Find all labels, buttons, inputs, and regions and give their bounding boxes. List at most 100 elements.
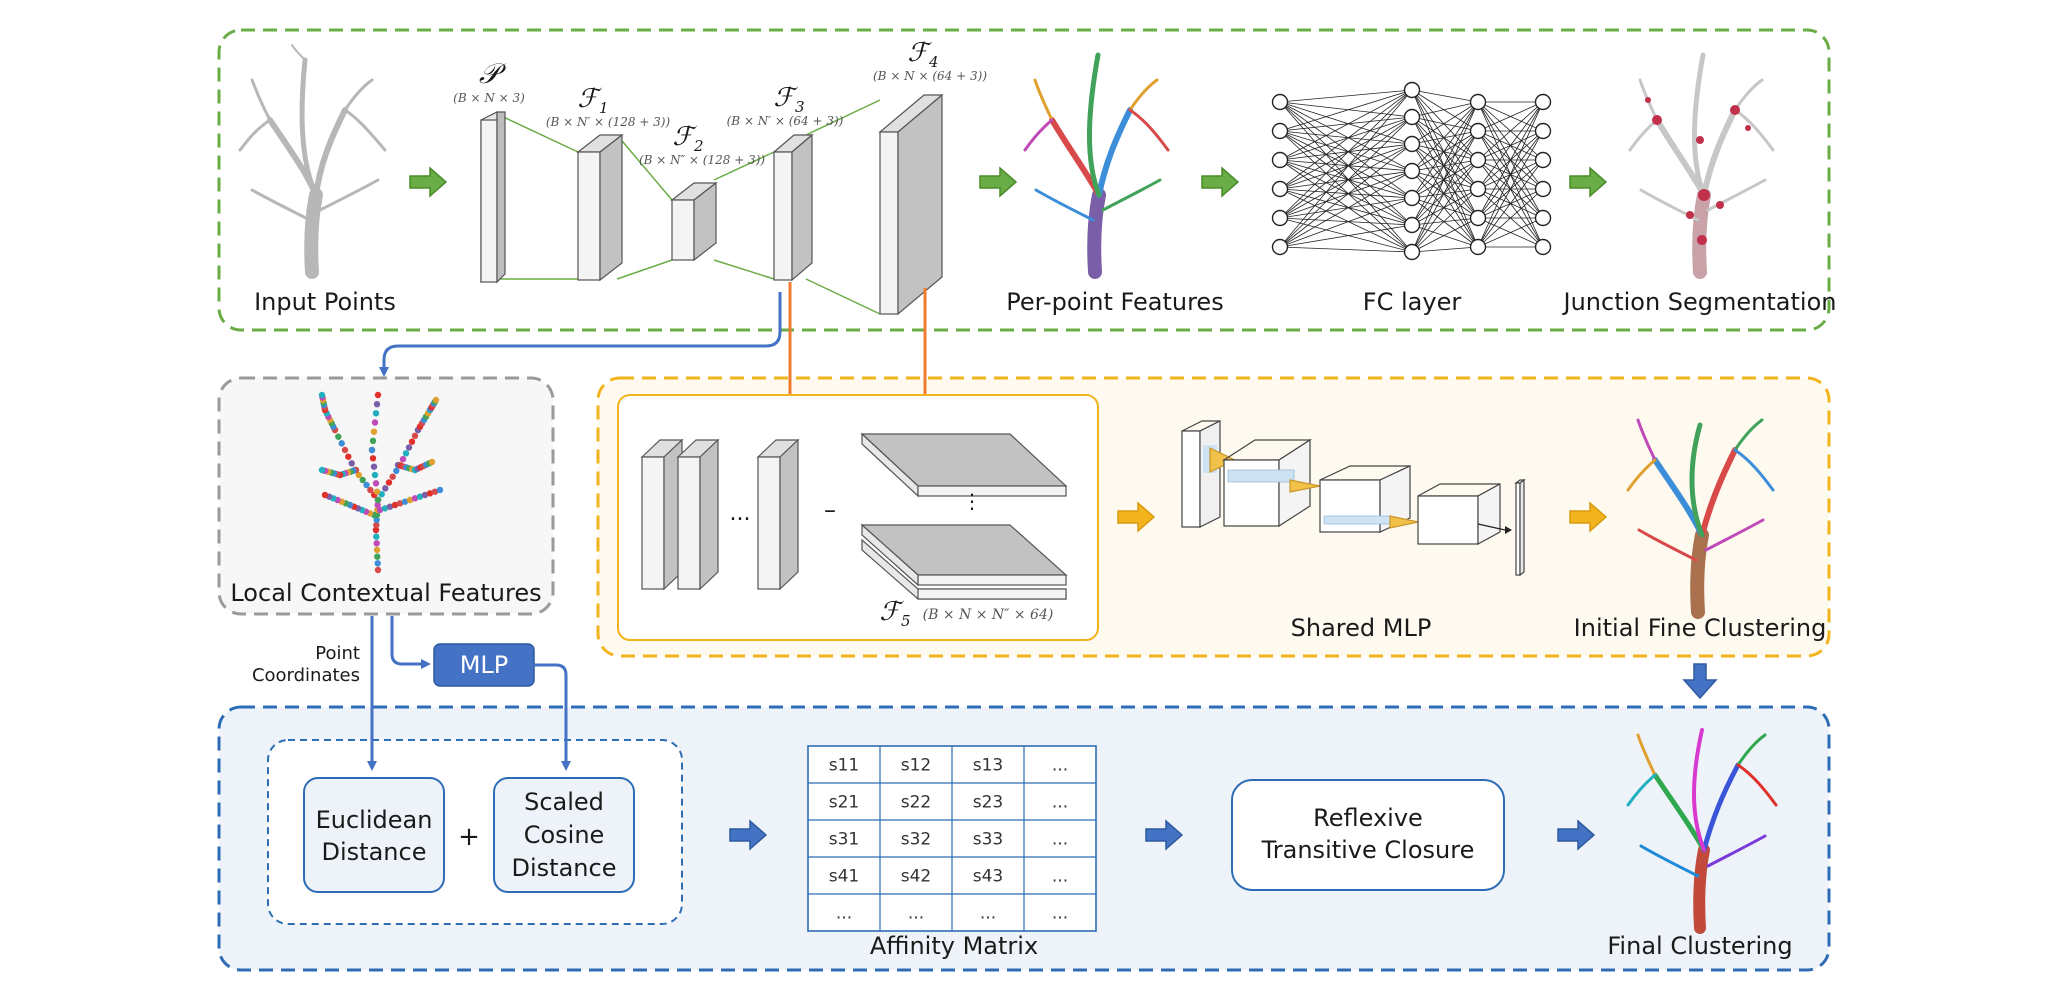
matrix-cell: ... [1052, 904, 1068, 924]
matrix-cell: ... [1052, 867, 1068, 887]
feature-dot [378, 491, 385, 498]
cosine-distance-box[interactable] [493, 777, 635, 893]
feature-dot [431, 488, 439, 495]
feature-dot [374, 501, 381, 509]
fc-neuron [1403, 216, 1421, 234]
fc-neuron [1271, 93, 1289, 111]
svg-text:2: 2 [693, 137, 704, 155]
local-features-image [318, 391, 444, 574]
feature-dot [386, 503, 394, 510]
feature-dot [371, 419, 379, 426]
matrix-cell: s21 [829, 793, 860, 813]
fc-neuron [1534, 151, 1552, 169]
feature-dot [373, 533, 380, 540]
point-coordinates-label-line2: Coordinates [252, 665, 360, 686]
fc-layer-label: FC layer [1363, 288, 1462, 316]
fc-neuron [1469, 209, 1487, 227]
blue-connector-f3-to-local [379, 292, 782, 377]
matrix-cell: s32 [901, 830, 932, 850]
svg-text:4: 4 [928, 53, 939, 71]
svg-text:(B × N × (64 + 3)): (B × N × (64 + 3)) [873, 69, 987, 83]
svg-text:5: 5 [901, 612, 911, 630]
euclidean-distance-box[interactable] [303, 777, 445, 893]
matrix-cell: ... [1052, 756, 1068, 776]
feature-dot [363, 481, 370, 489]
feature-dot [376, 506, 384, 514]
junction-markers [1645, 97, 1751, 245]
transitive-closure-box[interactable] [1231, 779, 1505, 891]
feature-dot [374, 566, 382, 574]
minus-sign: – [824, 496, 836, 524]
slab-vertical-ellipsis: ⋮ [962, 489, 982, 513]
feature-dot [321, 491, 329, 499]
matrix-cell: s31 [829, 830, 860, 850]
feature-dot [373, 546, 381, 554]
feature-dot [370, 428, 378, 435]
input-tree-image [238, 44, 387, 279]
blue-down-arrow [1682, 663, 1718, 700]
matrix-cell: s33 [973, 830, 1004, 850]
svg-text:(B × N′ × (64 + 3)): (B × N′ × (64 + 3)) [727, 114, 844, 128]
feature-dot [374, 496, 382, 504]
fc-neuron [1469, 93, 1487, 111]
euclidean-line1: Euclidean [316, 806, 433, 834]
fc-neuron [1271, 238, 1289, 256]
blue-connector-to-mlp [390, 616, 431, 669]
initial-clustering-label: Initial Fine Clustering [1574, 614, 1827, 642]
slab-ellipsis: ... [730, 501, 751, 526]
feature-dot [401, 498, 409, 505]
matrix-cell: ... [1052, 793, 1068, 813]
fc-neuron [1469, 180, 1487, 198]
final-clustering-label: Final Clustering [1607, 932, 1792, 960]
closure-line1: Reflexive [1313, 804, 1423, 832]
fc-neuron [1271, 209, 1289, 227]
feature-dot [393, 467, 400, 474]
feature-dot [367, 486, 374, 494]
fc-neuron [1271, 180, 1289, 198]
feature-dot [411, 432, 419, 439]
matrix-cell: ... [908, 904, 924, 924]
cosine-line2: Cosine [524, 821, 605, 849]
feature-dot [355, 471, 362, 479]
junction-segmentation-label: Junction Segmentation [1562, 288, 1837, 316]
yellow-arrow-1 [1117, 501, 1156, 533]
matrix-cell: s41 [829, 867, 860, 887]
point-coordinates-label-line1: Point [315, 643, 360, 664]
fc-neuron [1534, 122, 1552, 140]
local-features-frame [217, 376, 555, 616]
fc-neuron [1403, 243, 1421, 261]
local-features-label: Local Contextual Features [230, 579, 541, 607]
feature-dot [421, 491, 429, 499]
blue-arrow-1 [729, 819, 768, 851]
feature-dot [402, 450, 410, 457]
feature-slabs-right [860, 432, 1068, 600]
feature-dot [359, 476, 366, 484]
feature-dot [374, 560, 381, 567]
svg-text:𝒫: 𝒫 [479, 57, 507, 90]
svg-text:(B × N × 3): (B × N × 3) [453, 91, 525, 105]
feature-dot [374, 553, 381, 560]
layer-label-f2: ℱ 2 (B × N″ × (128 + 3)) [639, 122, 765, 167]
fc-neuron [1403, 135, 1421, 153]
mlp-label: MLP [460, 651, 509, 679]
layer-label-f1: ℱ 1 (B × N′ × (128 + 3)) [546, 84, 671, 129]
fc-neuron [1534, 93, 1552, 111]
feature-dot [370, 463, 378, 470]
matrix-cell: s23 [973, 793, 1004, 813]
affinity-matrix-label: Affinity Matrix [870, 932, 1038, 960]
matrix-cell: s42 [901, 867, 932, 887]
feature-dot [373, 488, 381, 495]
blue-arrow-3 [1557, 819, 1596, 851]
feature-dot [341, 446, 349, 454]
layer-label-f3: ℱ 3 (B × N′ × (64 + 3)) [727, 83, 844, 128]
feature-dot [406, 496, 414, 504]
fc-neuron [1534, 180, 1552, 198]
fc-neuron [1271, 122, 1289, 140]
feature-dot [389, 473, 396, 480]
top-section-frame [217, 28, 1831, 332]
fc-neuron [1469, 238, 1487, 256]
closure-line2: Transitive Closure [1261, 836, 1475, 864]
matrix-cell: ... [1052, 830, 1068, 850]
fc-neuron [1469, 122, 1487, 140]
feature-dot [338, 440, 345, 447]
